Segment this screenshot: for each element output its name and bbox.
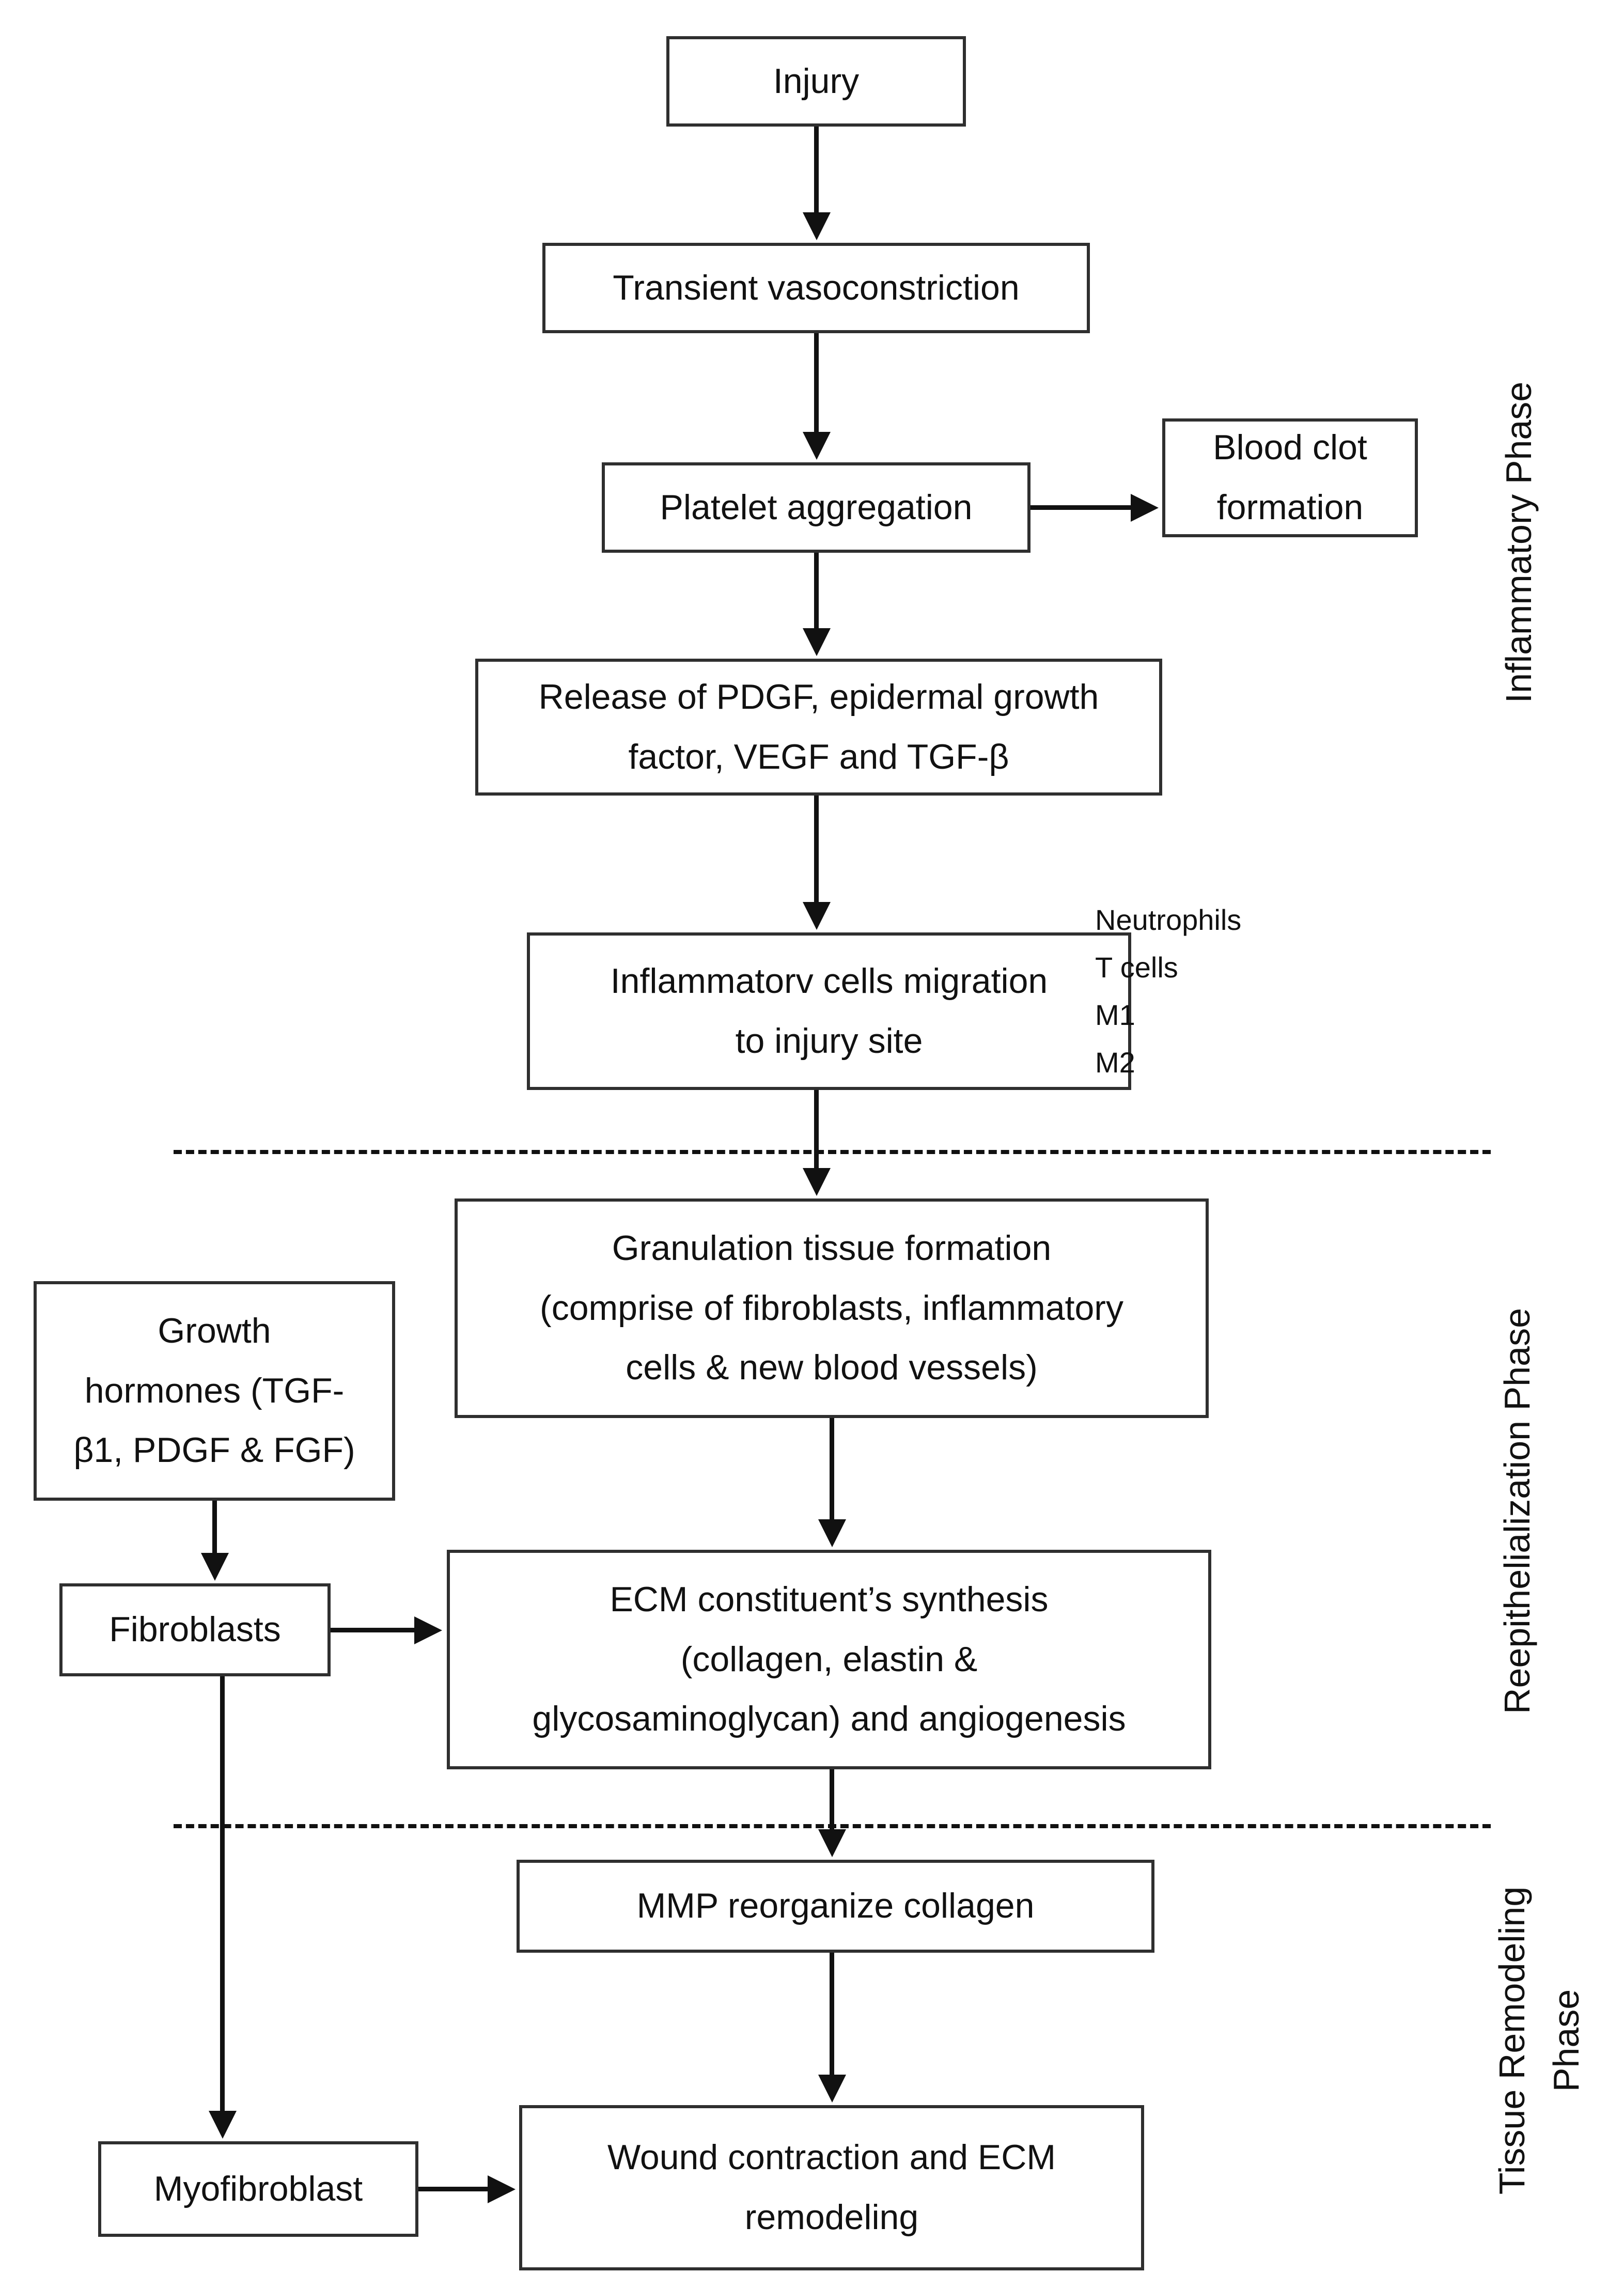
node-granulation-tissue: Granulation tissue formation (comprise o… xyxy=(455,1198,1209,1418)
node-inflammatory-cells-migration-label: Inflammatorv cells migration to injury s… xyxy=(610,961,1048,1061)
node-wound-contraction: Wound contraction and ECM remodeling xyxy=(519,2105,1144,2270)
phase-label-tissue-remodeling: Tissue Remodeling Phase xyxy=(1467,1653,1612,2273)
phase-divider-1 xyxy=(174,1150,1491,1154)
node-ecm-synthesis-label: ECM constituent’s synthesis (collagen, e… xyxy=(532,1580,1126,1739)
phase-label-tissue-remodeling-text: Tissue Remodeling Phase xyxy=(1492,1886,1586,2195)
arrow-fibroblasts-to-myofibroblast xyxy=(220,1676,225,2112)
arrow-injury-to-vasoconstriction xyxy=(814,127,819,213)
node-blood-clot-formation: Blood clot formation xyxy=(1162,418,1418,537)
node-inflammatory-cells-migration: Inflammatorv cells migration to injury s… xyxy=(527,932,1131,1090)
node-growth-factor-release-label: Release of PDGF, epidermal growth factor… xyxy=(538,677,1099,776)
arrow-release-to-migration xyxy=(814,796,819,903)
arrow-mmp-to-wound xyxy=(830,1953,834,2076)
node-injury-label: Injury xyxy=(773,61,860,101)
cell-type-m1: M1 xyxy=(1095,999,1135,1031)
arrow-granulation-to-ecm xyxy=(830,1418,834,1520)
cell-type-t-cells: T cells xyxy=(1095,951,1178,984)
node-growth-factor-release: Release of PDGF, epidermal growth factor… xyxy=(475,659,1162,796)
node-blood-clot-formation-label: Blood clot formation xyxy=(1213,428,1367,527)
node-myofibroblast: Myofibroblast xyxy=(98,2141,418,2237)
node-granulation-tissue-label: Granulation tissue formation (comprise o… xyxy=(540,1228,1123,1388)
cell-type-m2: M2 xyxy=(1095,1046,1135,1079)
node-injury: Injury xyxy=(666,36,966,127)
node-ecm-synthesis: ECM constituent’s synthesis (collagen, e… xyxy=(447,1550,1211,1769)
arrow-vasoconstriction-to-platelet xyxy=(814,333,819,433)
cell-type-list: Neutrophils T cells M1 M2 xyxy=(1095,896,1241,1086)
arrow-hormones-to-fibroblasts xyxy=(212,1501,217,1554)
node-myofibroblast-label: Myofibroblast xyxy=(153,2169,363,2208)
node-wound-contraction-label: Wound contraction and ECM remodeling xyxy=(607,2138,1056,2237)
node-transient-vasoconstriction-label: Transient vasoconstriction xyxy=(613,268,1020,307)
phase-label-inflammatory: Inflammatory Phase xyxy=(1480,181,1557,904)
node-transient-vasoconstriction: Transient vasoconstriction xyxy=(542,243,1090,333)
node-growth-hormones: Growth hormones (TGF- β1, PDGF & FGF) xyxy=(34,1281,395,1501)
arrow-platelet-to-release xyxy=(814,553,819,629)
node-fibroblasts: Fibroblasts xyxy=(59,1583,331,1676)
arrow-myofibroblast-to-wound xyxy=(418,2187,489,2191)
node-mmp-reorganize-collagen: MMP reorganize collagen xyxy=(517,1860,1154,1953)
node-fibroblasts-label: Fibroblasts xyxy=(109,1610,281,1649)
cell-type-neutrophils: Neutrophils xyxy=(1095,904,1242,936)
node-growth-hormones-label: Growth hormones (TGF- β1, PDGF & FGF) xyxy=(73,1311,355,1470)
arrow-migration-to-granulation xyxy=(814,1090,819,1169)
node-platelet-aggregation-label: Platelet aggregation xyxy=(660,487,973,527)
node-mmp-reorganize-collagen-label: MMP reorganize collagen xyxy=(636,1886,1035,1926)
arrow-ecm-to-mmp xyxy=(830,1769,834,1830)
arrow-fibroblasts-to-ecm xyxy=(331,1628,415,1632)
arrow-platelet-to-blood-clot xyxy=(1030,505,1132,510)
phase-label-inflammatory-text: Inflammatory Phase xyxy=(1498,381,1539,704)
node-platelet-aggregation: Platelet aggregation xyxy=(602,462,1030,553)
